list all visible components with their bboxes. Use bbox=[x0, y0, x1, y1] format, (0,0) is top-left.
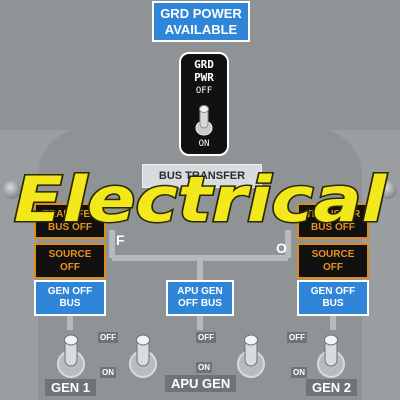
grd-pwr-off-label: OFF bbox=[195, 86, 213, 96]
bus-transfer-switch[interactable]: BUS TRANSFER bbox=[142, 164, 262, 188]
grd-power-available-line1: GRD POWER bbox=[160, 6, 242, 21]
apu-gen-right-toggle-switch[interactable] bbox=[236, 334, 266, 382]
gen1-off-label: OFF bbox=[98, 332, 118, 343]
apu-gen-left-toggle-switch[interactable] bbox=[128, 334, 158, 382]
grd-pwr-label-2: PWR bbox=[194, 71, 214, 84]
apu-off-label: OFF bbox=[196, 332, 216, 343]
left-transfer-line1: TRANSFER bbox=[42, 209, 98, 220]
grd-pwr-switch[interactable]: GRD PWR OFF ON bbox=[179, 52, 229, 156]
right-source-line2: OFF bbox=[323, 262, 343, 273]
right-transfer-bus-off-light: TRANSFER BUS OFF bbox=[297, 203, 369, 239]
left-source-off-light: SOURCE OFF bbox=[34, 243, 106, 279]
page-title: Electrical bbox=[14, 163, 387, 236]
gen2-off-line2: BUS bbox=[322, 298, 344, 309]
gen1-off-bus-light: GEN OFF BUS bbox=[34, 280, 106, 316]
left-source-line1: SOURCE bbox=[48, 249, 92, 260]
screw-icon bbox=[3, 181, 21, 199]
right-transfer-line1: TRANSFER bbox=[305, 209, 361, 220]
right-source-off-light: SOURCE OFF bbox=[297, 243, 369, 279]
right-side-letter: O bbox=[276, 240, 287, 256]
gen2-off-line1: GEN OFF bbox=[310, 286, 356, 297]
gen2-off-bus-light: GEN OFF BUS bbox=[297, 280, 369, 316]
gen1-label: GEN 1 bbox=[45, 379, 97, 396]
right-transfer-line2: BUS OFF bbox=[311, 222, 355, 233]
gen1-toggle-switch[interactable] bbox=[56, 334, 86, 382]
left-source-line2: OFF bbox=[60, 262, 80, 273]
gen1-on-label: ON bbox=[100, 367, 116, 378]
gen2-label: GEN 2 bbox=[306, 379, 358, 396]
gen2-toggle-switch[interactable] bbox=[316, 334, 346, 382]
gen1-off-line2: BUS bbox=[59, 298, 81, 309]
gen1-off-line1: GEN OFF bbox=[47, 286, 93, 297]
left-side-letter: F bbox=[116, 232, 125, 248]
apu-off-line2: OFF BUS bbox=[178, 298, 222, 309]
grd-power-available-line2: AVAILABLE bbox=[164, 21, 238, 37]
right-source-line1: SOURCE bbox=[311, 249, 355, 260]
title-banner: Electrical bbox=[13, 162, 389, 238]
grd-power-available-light: GRD POWER AVAILABLE bbox=[152, 1, 250, 42]
apu-off-line1: APU GEN bbox=[177, 286, 223, 297]
gen2-on-label: ON bbox=[291, 367, 307, 378]
left-transfer-bus-off-light: TRANSFER BUS OFF bbox=[34, 203, 106, 239]
gen2-off-label: OFF bbox=[287, 332, 307, 343]
apu-on-label: ON bbox=[196, 362, 212, 373]
screw-icon bbox=[379, 181, 397, 199]
toggle-lever-icon[interactable] bbox=[195, 102, 213, 136]
left-transfer-line2: BUS OFF bbox=[48, 222, 92, 233]
apu-gen-label: APU GEN bbox=[165, 375, 237, 392]
apu-gen-off-bus-light: APU GEN OFF BUS bbox=[166, 280, 234, 316]
grd-pwr-label-1: GRD bbox=[194, 58, 214, 71]
grd-pwr-on-label: ON bbox=[198, 139, 210, 149]
